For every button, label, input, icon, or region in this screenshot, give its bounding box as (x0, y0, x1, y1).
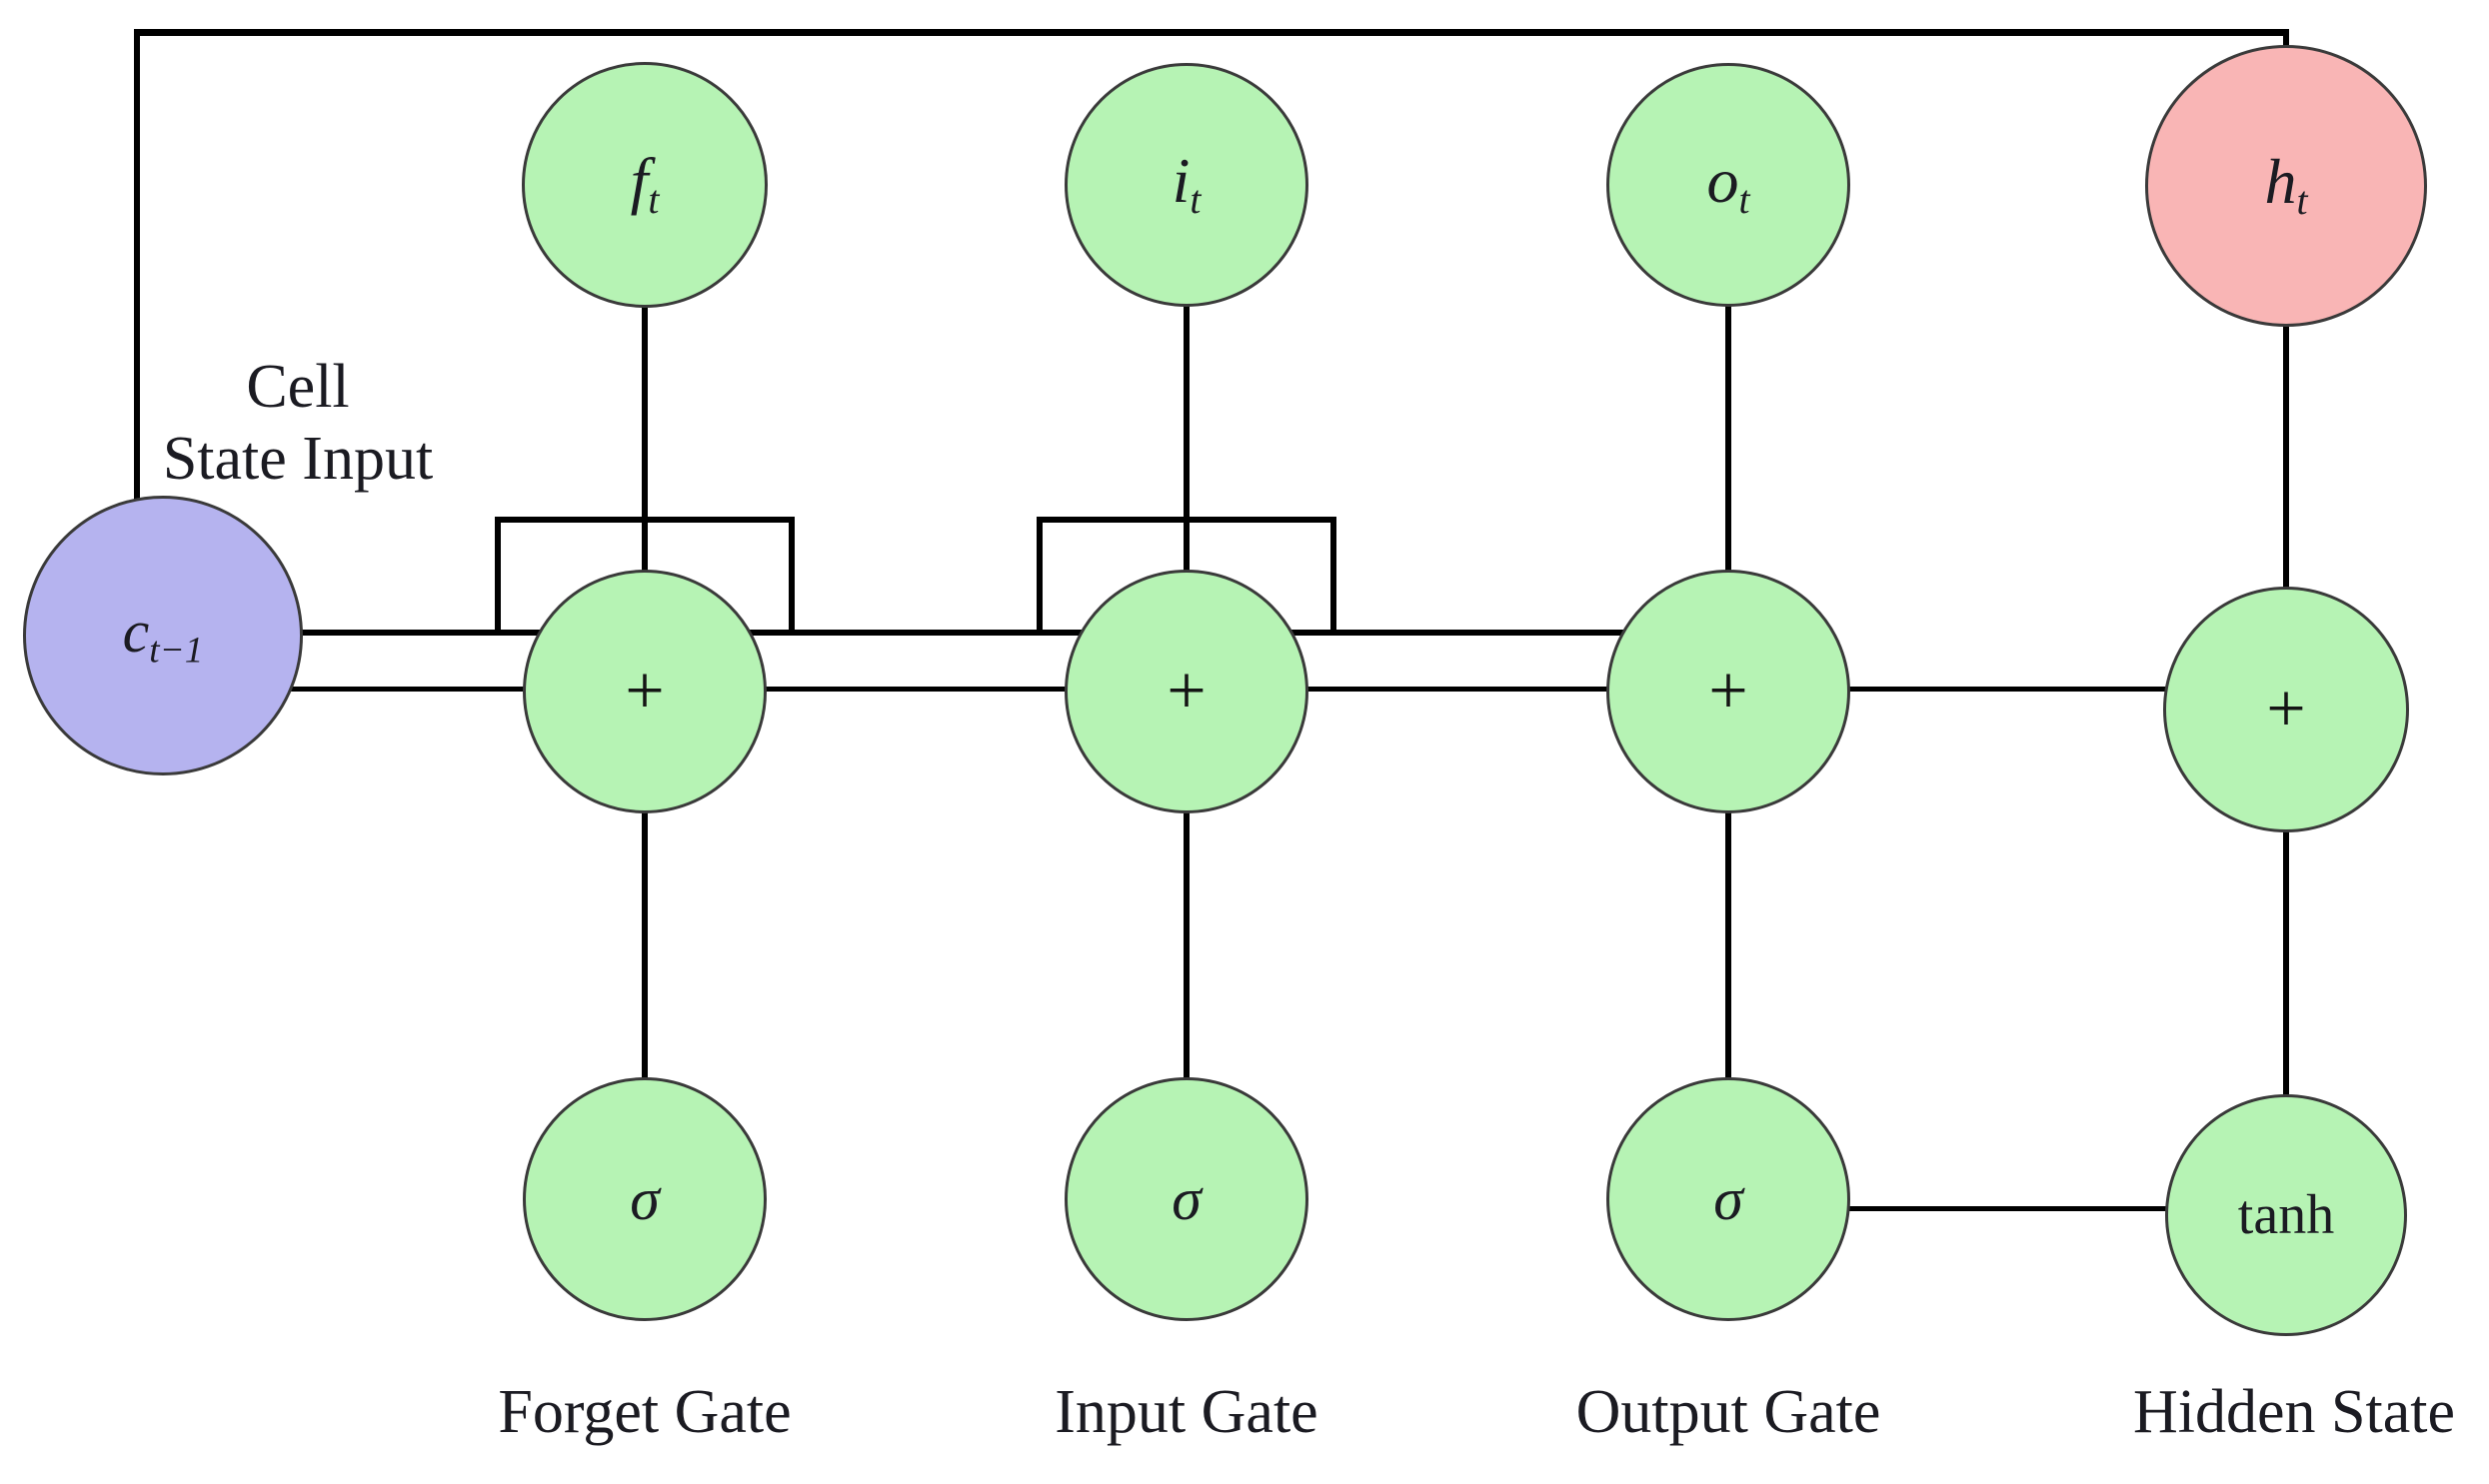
forget-bracket-top (495, 517, 795, 523)
cell-state-caption-line2: State Input (162, 424, 434, 493)
output-gate-top-node: ot (1606, 63, 1850, 307)
input-gate-caption: Input Gate (1055, 1378, 1318, 1446)
sigma-tanh-line (1728, 1206, 2286, 1211)
plus-symbol: + (1708, 653, 1748, 730)
hidden-state-top-label: ht (2264, 146, 2308, 224)
forget-bracket-right (789, 517, 795, 635)
forget-gate-plus-node: + (523, 570, 767, 813)
forget-gate-top-node: ft (522, 62, 768, 308)
input-bracket-right (1330, 517, 1336, 635)
hidden-state-top-node: ht (2145, 45, 2427, 327)
output-gate-top-label: ot (1706, 145, 1750, 223)
forget-gate-caption: Forget Gate (498, 1378, 792, 1446)
sigma-symbol: σ (1172, 1166, 1202, 1232)
cell-state-upper-line (163, 630, 1728, 636)
hidden-state-caption: Hidden State (2133, 1378, 2455, 1446)
input-gate-top-node: it (1065, 63, 1308, 307)
plus-symbol: + (625, 653, 665, 730)
output-gate-caption: Output Gate (1575, 1378, 1881, 1446)
cell-state-input-label: ct−1 (122, 599, 204, 672)
cell-state-input-caption: Cell State Input (0, 352, 598, 496)
output-gate-plus-node: + (1606, 570, 1850, 813)
forget-gate-top-label: ft (630, 145, 660, 223)
left-border-line (134, 29, 140, 589)
input-gate-sigma-node: σ (1065, 1077, 1308, 1321)
output-gate-sigma-node: σ (1606, 1077, 1850, 1321)
forget-bracket-left (495, 517, 501, 635)
tanh-symbol: tanh (2237, 1184, 2335, 1246)
input-bracket-top (1037, 517, 1336, 523)
plus-symbol: + (2266, 671, 2306, 747)
cell-state-input-node: ct−1 (23, 496, 303, 775)
top-border-line (134, 29, 2289, 36)
input-bracket-left (1037, 517, 1043, 635)
input-gate-top-label: it (1172, 145, 1202, 223)
tanh-node: tanh (2165, 1094, 2407, 1336)
forget-gate-sigma-node: σ (523, 1077, 767, 1321)
sigma-symbol: σ (630, 1166, 660, 1232)
plus-symbol: + (1167, 653, 1207, 730)
cell-state-caption-line1: Cell (246, 353, 350, 421)
input-gate-plus-node: + (1065, 570, 1308, 813)
sigma-symbol: σ (1713, 1166, 1743, 1232)
hidden-state-plus-node: + (2163, 587, 2409, 832)
